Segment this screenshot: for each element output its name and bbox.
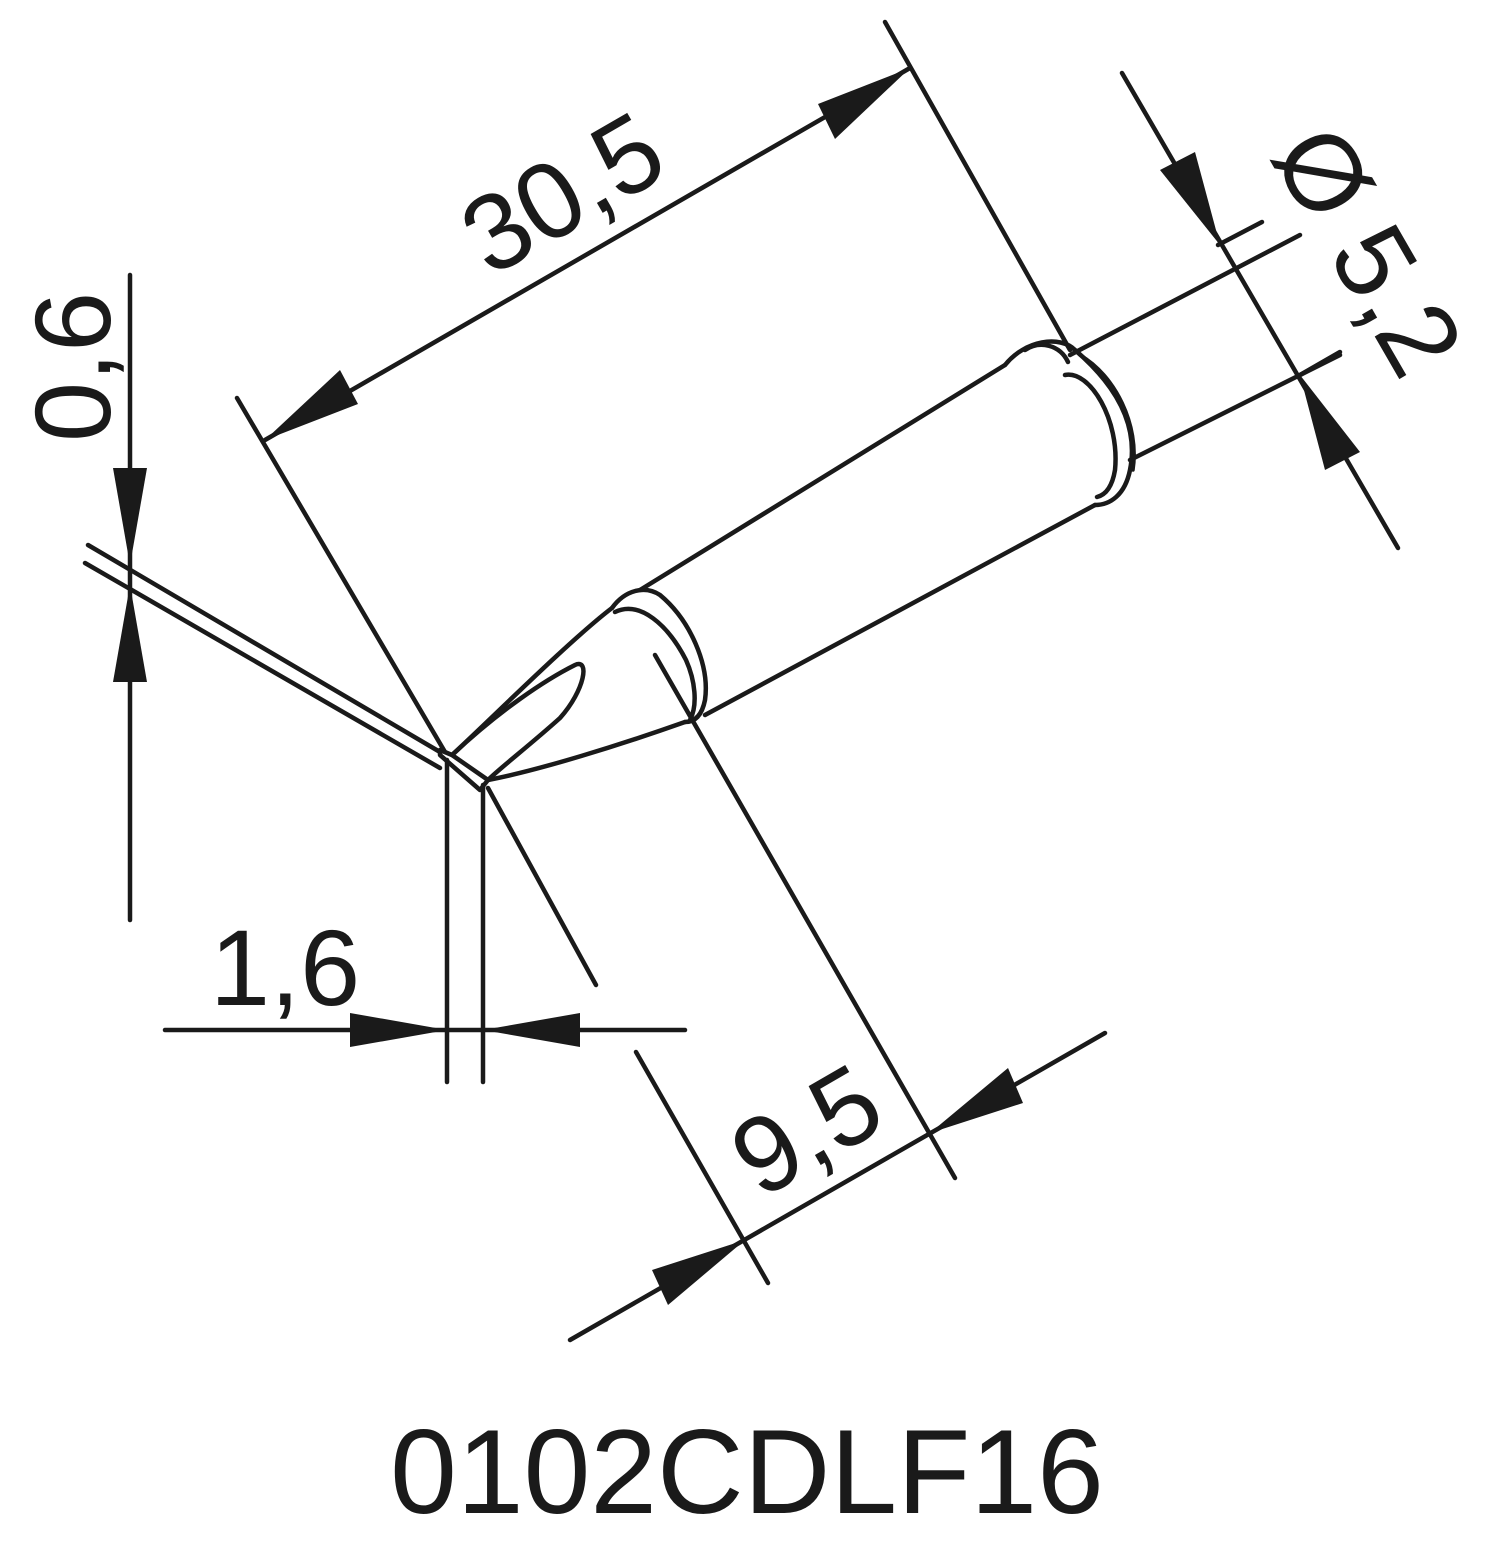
collar-ring-inner xyxy=(1062,372,1118,500)
arrow-head xyxy=(113,585,147,682)
arrow-head xyxy=(1300,375,1360,470)
arrow-head xyxy=(113,468,147,565)
extension-line xyxy=(1297,349,1343,378)
collar-ring-edge xyxy=(1078,353,1136,472)
chisel-flat xyxy=(449,661,586,783)
arrow-head xyxy=(652,1240,745,1305)
extension-line xyxy=(882,19,1073,353)
extension-line xyxy=(234,395,448,755)
collar-ring xyxy=(1002,339,1135,508)
extension-line xyxy=(82,560,443,771)
extension-line xyxy=(1215,219,1265,248)
front-ring xyxy=(609,587,708,725)
extension-line xyxy=(485,785,599,988)
dimension-tip-thickness: 0,6 xyxy=(12,272,443,923)
collar-ridge xyxy=(1022,342,1071,365)
arrow-head xyxy=(265,370,358,440)
back-top-edge xyxy=(1067,232,1303,358)
dimension-overall-length: 30,5 xyxy=(234,19,1073,755)
extension-line xyxy=(85,542,443,755)
arrow-head xyxy=(930,1068,1023,1133)
dimension-taper-length: 9,5 xyxy=(567,652,1108,1343)
dimension-tip-width: 1,6 xyxy=(162,757,688,1085)
dimension-line xyxy=(1119,70,1401,551)
arrow-head xyxy=(818,68,910,139)
dimension-line xyxy=(262,65,913,443)
dimension-diameter: Ø 5,2 xyxy=(1119,70,1487,551)
arrow-head xyxy=(483,1013,580,1047)
tip-thickness-label: 0,6 xyxy=(12,292,133,442)
shank-bottom-edge xyxy=(702,502,1098,718)
part-number: 0102CDLF16 xyxy=(390,1405,1104,1539)
shank-top-edge xyxy=(637,362,1008,593)
cone-bottom-edge xyxy=(485,719,688,783)
front-ring-inner xyxy=(612,606,697,723)
tip-width-label: 1,6 xyxy=(210,907,360,1028)
extension-line xyxy=(652,652,958,1181)
arrow-head xyxy=(350,1013,447,1047)
taper-length-label: 9,5 xyxy=(711,1040,902,1220)
arrow-head xyxy=(1160,152,1220,245)
dimension-line xyxy=(567,1030,1108,1343)
extension-line xyxy=(633,1049,771,1286)
tip-outline xyxy=(437,232,1343,793)
